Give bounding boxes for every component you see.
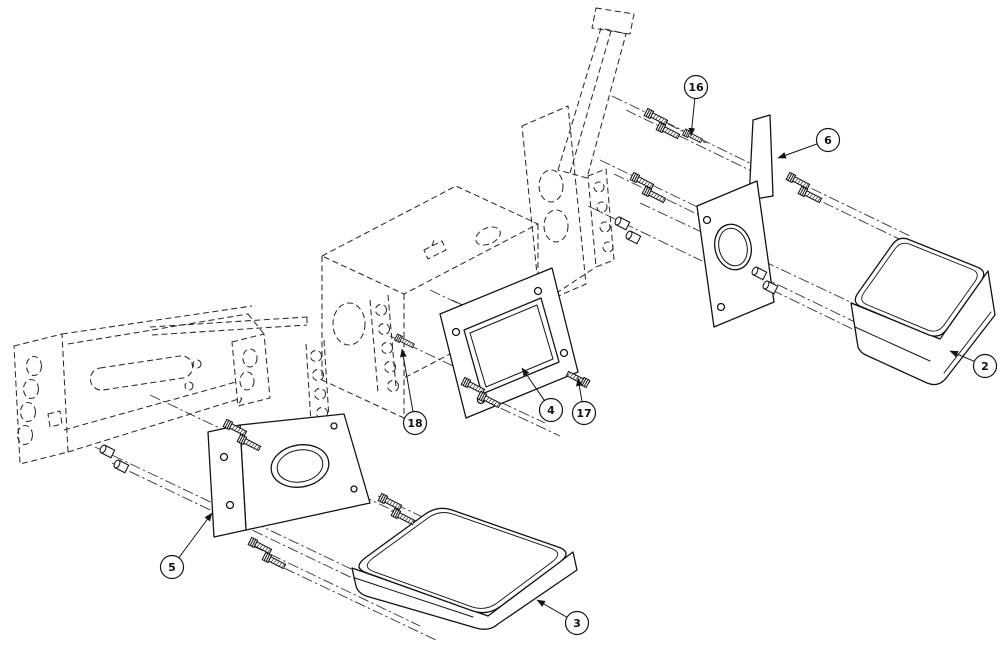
callout-leader-4: [521, 367, 545, 401]
spacer: [112, 458, 130, 474]
bolt: [390, 507, 416, 527]
callout-leader-16: [688, 98, 696, 137]
bolt: [643, 107, 669, 127]
part2-headlamp: [850, 237, 996, 386]
part3-headlamp: [351, 507, 578, 630]
callout-balloon-17[interactable]: [571, 400, 597, 426]
callout-balloon-5[interactable]: [159, 554, 185, 580]
part6-lamp-bracket: [696, 114, 775, 328]
bolt: [629, 171, 655, 191]
callout-leader-17: [576, 377, 583, 402]
callout-balloon-3[interactable]: [564, 610, 590, 636]
bolt: [797, 185, 823, 205]
bolt: [247, 536, 273, 556]
callout-balloon-18[interactable]: [402, 410, 428, 436]
spacer: [624, 229, 642, 245]
callout-leader-3: [536, 599, 568, 618]
bolt: [641, 185, 667, 205]
left-frame-phantom: [13, 305, 308, 465]
bolt: [261, 551, 287, 571]
callout-leader-6: [777, 143, 818, 159]
callout-leader-5: [178, 512, 213, 559]
callout-leader-2: [949, 350, 975, 362]
bolt: [655, 121, 681, 141]
callout-balloon-16[interactable]: [683, 74, 709, 100]
bolt-part16: [682, 128, 704, 145]
bolt-part18: [394, 333, 416, 350]
right-bracket-phantom: [521, 7, 635, 305]
part5-lamp-bracket: [207, 413, 371, 538]
callout-balloon-6[interactable]: [815, 127, 841, 153]
bolt: [377, 492, 403, 512]
callout-balloon-2[interactable]: [972, 353, 998, 379]
bolt: [785, 171, 811, 191]
callout-leader-18: [400, 348, 414, 412]
spacer: [613, 215, 631, 231]
spacer: [98, 443, 116, 459]
part4-mounting-plate: [439, 267, 579, 419]
callout-balloon-4[interactable]: [538, 397, 564, 423]
